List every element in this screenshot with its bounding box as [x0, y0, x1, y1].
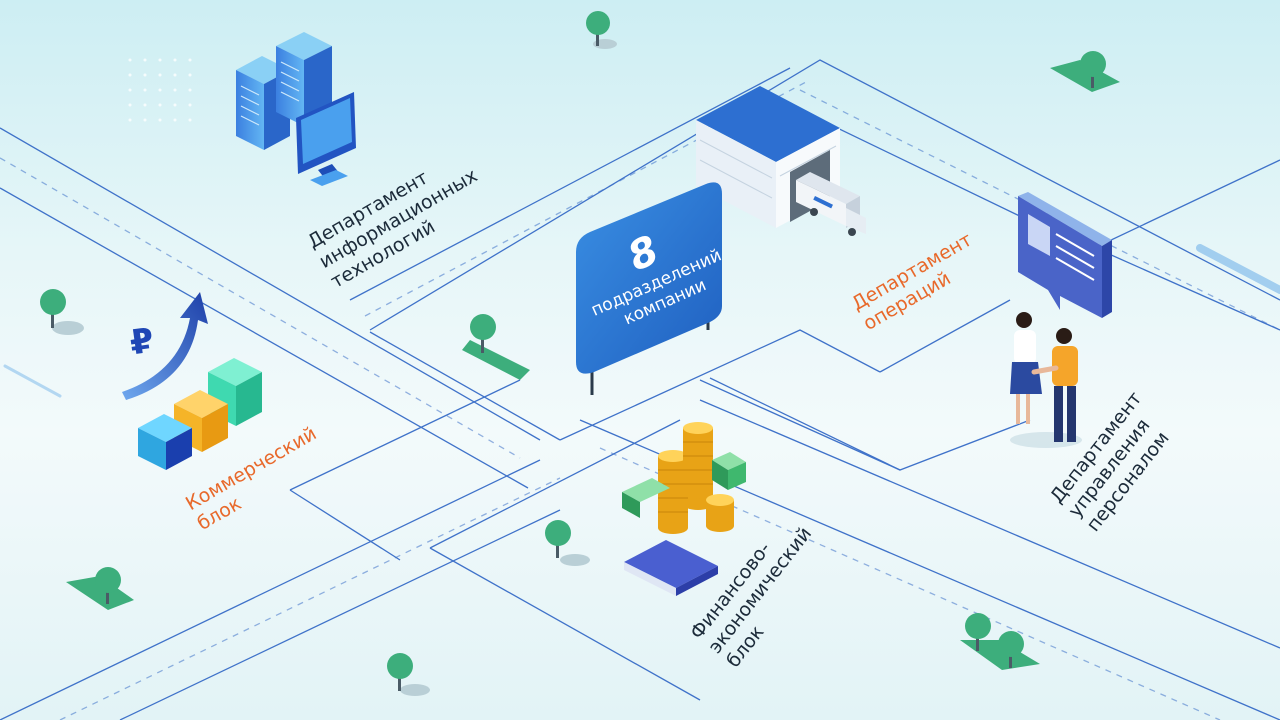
tree-icon: [960, 613, 1040, 670]
tree-icon: [66, 567, 134, 610]
coin-stack-icon: [658, 422, 734, 534]
people-handshake-icon: [1010, 312, 1082, 448]
tree-icon: [387, 653, 430, 696]
road-network: [0, 59, 1280, 720]
book-icon: [624, 540, 718, 596]
trees: [40, 11, 1120, 696]
cash-stack-icon: [622, 452, 746, 518]
message-board-icon: [1018, 192, 1112, 318]
light-streaks: [3, 244, 1280, 398]
cubes-icon: [138, 358, 262, 470]
monitor-icon: [296, 92, 356, 186]
dot-pattern: [128, 58, 192, 122]
growth-arrow-icon: [122, 292, 208, 400]
tree-icon: [40, 289, 84, 335]
truck-icon: [796, 172, 866, 236]
tree-icon: [586, 11, 617, 49]
central-sign: [576, 182, 722, 395]
tree-icon: [462, 314, 530, 380]
tree-icon: [1050, 51, 1120, 92]
tree-icon: [545, 520, 590, 566]
